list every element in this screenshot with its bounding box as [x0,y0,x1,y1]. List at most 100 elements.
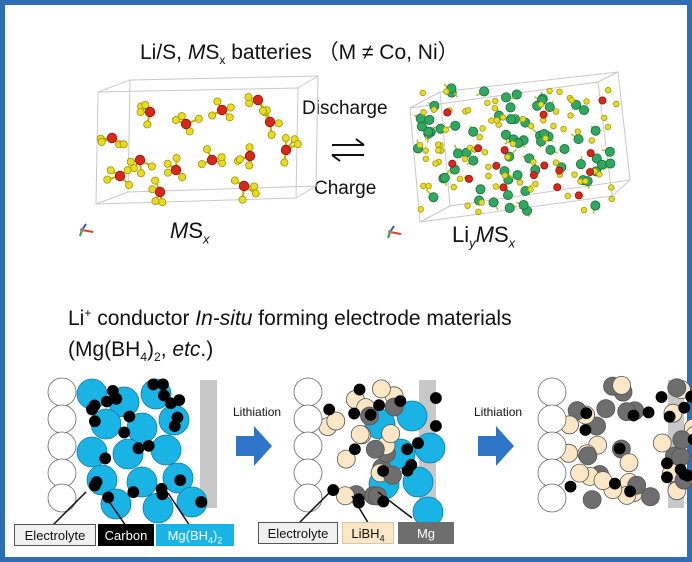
lithium-atom [545,144,556,155]
sulfur-atom [560,125,567,133]
carbon-particle [678,401,691,414]
sulfur-atom [147,162,156,171]
sulfur-atom [422,155,430,162]
sulfur-atom [442,126,449,133]
sulfur-atom [552,159,560,166]
sulfur-atom [476,133,483,141]
metal-atom [492,161,501,170]
electrolyte-particle [537,458,567,488]
sulfur-atom [478,199,485,206]
libh4-particle [652,433,672,453]
legend-mg: Mg [398,522,454,544]
battery-heading: Li/S, MSx batteries （M ≠ Co, Ni） [140,41,459,68]
carbon-particle [401,443,414,456]
carbon-particle [155,482,168,495]
sulfur-atom [488,117,495,124]
sulfur-atom [542,135,549,142]
mgbh4-particle [150,434,182,466]
metal-atom [216,104,228,116]
sulfur-atom [274,119,283,128]
lithium-atom [500,129,511,140]
metal-atom [144,106,156,118]
legend-mgbh4: Mg(BH4)2 [156,524,234,546]
metal-atom [529,171,538,180]
sulfur-atom [230,176,239,185]
sulfur-atom [119,140,128,149]
charge-label: Charge [314,178,377,199]
libh4-particle [667,378,687,398]
sulfur-atom [143,120,152,129]
metal-atom [474,144,483,153]
metal-atom [448,159,457,168]
reversible-arrow-icon [331,138,365,162]
sulfur-atom [417,206,424,213]
sulfur-atom [613,100,620,108]
metal-atom [106,132,118,144]
sulfur-atom [527,186,534,193]
sulfur-atom [141,100,150,109]
sulfur-atom [258,106,267,115]
metal-atom [586,149,595,158]
carbon-particle [613,442,626,455]
lithium-atom [511,89,522,100]
carbon-particle [99,452,112,465]
sulfur-atom [425,182,432,190]
carbon-particle [681,469,692,482]
carbon-particle [579,424,592,436]
carbon-particle [687,433,692,446]
sulfur-atom [461,155,469,163]
ms-x-crystal [95,75,319,205]
sulfur-atom [235,155,244,164]
sulfur-atom [125,181,134,190]
electrolyte-particle [47,377,77,407]
sulfur-atom [293,140,302,149]
legend-electrolyte-2: Electrolyte [258,522,338,544]
sulfur-atom [136,169,145,178]
carbon-particle [168,420,181,433]
sulfur-atom [596,171,603,178]
carbon-particle [364,408,377,421]
ms-x-label: MSx [170,218,210,247]
carbon-particle [430,420,442,432]
sulfur-atom [434,141,442,148]
sulfur-atom [580,206,588,214]
sulfur-atom [546,87,553,95]
carbon-particle [377,495,390,508]
metal-atom [154,186,166,198]
sulfur-atom [185,127,194,136]
lithium-atom [468,155,479,166]
metal-atom [114,170,126,182]
carbon-particle [327,484,340,496]
sulfur-atom [245,143,254,152]
lithium-atom [504,202,515,213]
sulfur-atom [493,117,501,124]
sulfur-atom [178,173,187,182]
carbon-particle [132,442,145,455]
lithium-atom [439,172,450,183]
sulfur-atom [574,128,582,135]
metal-atom [586,168,595,177]
electrolyte-particle [293,458,323,488]
sulfur-atom [537,101,545,108]
carbon-particle [90,476,103,488]
metal-atom [499,183,508,192]
carbon-particle [127,486,140,499]
carbon-particle [353,383,366,396]
liy-ms-x-atoms [413,83,620,217]
electrolyte-particle [47,431,77,461]
lithium-atom [501,92,512,103]
sulfur-atom [608,195,615,203]
sulfur-atom [550,122,557,130]
conductor-heading: Li+ conductor In-situ forming electrode … [68,306,512,365]
lithium-atom [505,102,516,113]
lithium-atom [590,200,601,211]
carbon-particle [373,399,385,412]
electrolyte-particle [537,404,567,434]
lithium-atom [571,99,582,110]
sulfur-atom [420,182,427,190]
sulfur-atom [419,89,427,97]
carbon-particle [412,437,424,450]
metal-atom [252,94,264,106]
metal-atom [134,154,146,166]
metal-atom [540,161,549,170]
